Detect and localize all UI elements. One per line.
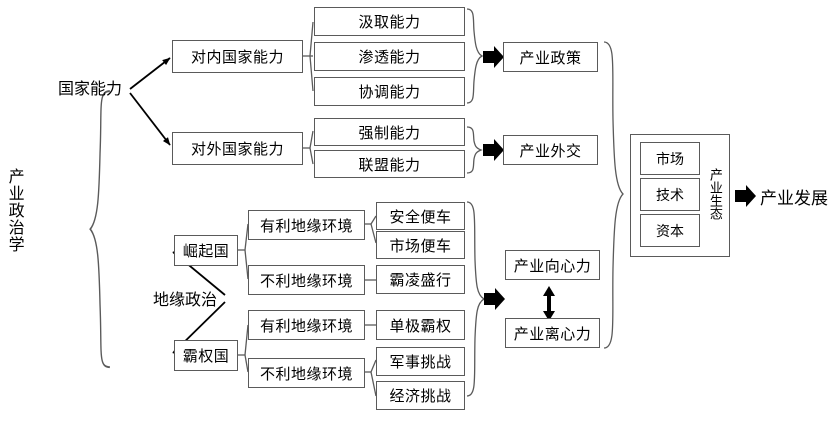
ecosystem-item-market[interactable]: 市场: [640, 142, 700, 175]
branch-label-state-capacity: 国家能力: [57, 79, 122, 98]
node-industrial-diplomacy[interactable]: 产业外交: [503, 135, 598, 165]
node-unfavorable-geo-env-hegemon[interactable]: 不利地缘环境: [248, 358, 365, 388]
node-hegemon[interactable]: 霸权国: [174, 340, 238, 371]
node-external-state-capacity[interactable]: 对外国家能力: [172, 132, 303, 165]
node-rising-power[interactable]: 崛起国: [174, 235, 238, 266]
node-industrial-centripetal-force[interactable]: 产业向心力: [505, 250, 600, 280]
node-coordination-capacity[interactable]: 协调能力: [314, 77, 465, 106]
node-industrial-policy[interactable]: 产业政策: [503, 42, 598, 72]
block-arrows: [483, 46, 756, 321]
ecosystem-label: 产业生态: [706, 168, 722, 220]
node-unipolar-hegemony[interactable]: 单极霸权: [376, 310, 465, 340]
node-favorable-geo-env-hegemon[interactable]: 有利地缘环境: [248, 310, 365, 340]
branch-label-geopolitics: 地缘政治: [152, 290, 217, 309]
node-economic-challenge[interactable]: 经济挑战: [376, 381, 465, 410]
node-extraction-capacity[interactable]: 汲取能力: [314, 7, 465, 36]
ecosystem-item-capital[interactable]: 资本: [640, 214, 700, 247]
node-bullying-prevails[interactable]: 霸凌盛行: [376, 265, 465, 294]
ecosystem-item-technology[interactable]: 技术: [640, 178, 700, 211]
node-industrial-development: 产业发展: [760, 188, 828, 209]
node-coercion-capacity[interactable]: 强制能力: [314, 118, 465, 146]
node-penetration-capacity[interactable]: 渗透能力: [314, 42, 465, 71]
node-security-free-ride[interactable]: 安全便车: [376, 202, 465, 230]
node-unfavorable-geo-env-rising[interactable]: 不利地缘环境: [248, 265, 365, 295]
node-alliance-capacity[interactable]: 联盟能力: [314, 150, 465, 178]
root-label: 产业政治学: [5, 168, 25, 253]
node-favorable-geo-env-rising[interactable]: 有利地缘环境: [248, 210, 365, 240]
node-military-challenge[interactable]: 军事挑战: [376, 347, 465, 376]
node-internal-state-capacity[interactable]: 对内国家能力: [172, 40, 303, 73]
node-industrial-centrifugal-force[interactable]: 产业离心力: [505, 318, 600, 348]
node-market-free-ride[interactable]: 市场便车: [376, 231, 465, 259]
